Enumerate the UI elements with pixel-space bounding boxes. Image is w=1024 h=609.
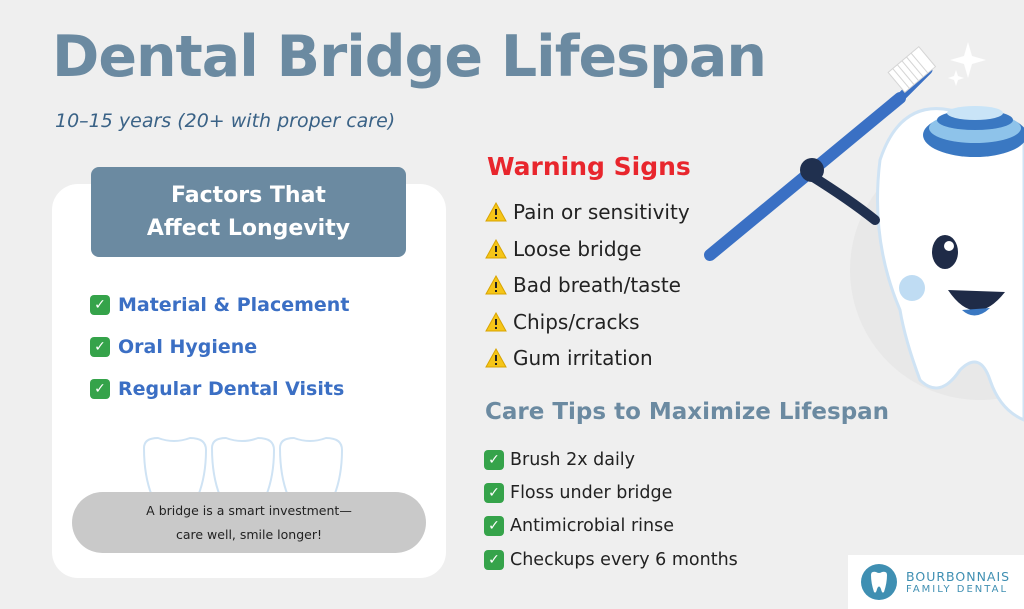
list-item: ✓ Brush 2x daily [484,443,738,476]
care-tip-label: Brush 2x daily [510,449,636,470]
check-icon: ✓ [90,337,110,357]
care-tips-heading: Care Tips to Maximize Lifespan [485,399,890,425]
list-item: ✓ Regular Dental Visits [90,368,349,410]
list-item: Loose bridge [485,231,690,268]
list-item: Pain or sensitivity [485,194,690,231]
warning-label: Chips/cracks [513,309,640,334]
check-icon: ✓ [90,295,110,315]
brand-subtitle: FAMILY DENTAL [906,584,1009,595]
warning-label: Gum irritation [513,346,653,371]
warning-icon [485,311,507,332]
list-item: ✓ Floss under bridge [484,476,738,509]
tagline-line-2: care well, smile longer! [176,526,322,542]
brand-name: BOURBONNAIS [906,569,1011,584]
factors-heading: Factors That Affect Longevity [146,183,351,241]
page-subtitle: 10–15 years (20+ with proper care) [55,110,396,132]
warning-icon [485,275,507,295]
tooth-mascot-illustration [704,42,1024,422]
warning-icon [485,202,507,222]
factors-heading-box: Factors That Affect Longevity [91,167,406,257]
care-tip-label: Antimicrobial rinse [510,516,674,537]
warning-icon [485,348,507,368]
sparkle-icon [948,70,964,86]
tagline-line-1: A bridge is a smart investment— [146,502,352,518]
warning-label: Loose bridge [513,236,642,261]
warning-label: Pain or sensitivity [513,200,690,225]
list-item: ✓ Oral Hygiene [90,326,349,368]
list-item: Gum irritation [485,340,690,377]
page-title: Dental Bridge Lifespan [52,24,767,90]
check-icon: ✓ [484,482,504,503]
tooth-logo-icon [861,564,897,600]
list-item: ✓ Antimicrobial rinse [484,510,738,543]
care-tips-list: ✓ Brush 2x daily ✓ Floss under bridge ✓ … [484,443,738,576]
warning-icon [485,238,507,259]
bridge-teeth-illustration [142,436,344,497]
list-item: Chips/cracks [485,304,690,341]
check-icon: ✓ [90,379,110,399]
check-icon: ✓ [484,449,504,470]
factor-label: Oral Hygiene [118,336,258,358]
warning-heading: Warning Signs [487,152,691,181]
list-item: ✓ Material & Placement [90,284,349,326]
care-tip-label: Checkups every 6 months [510,549,738,570]
list-item: Bad breath/taste [485,267,690,304]
factor-label: Regular Dental Visits [118,378,345,400]
check-icon: ✓ [484,516,504,537]
care-tip-label: Floss under bridge [510,482,673,503]
brand-logo-box: BOURBONNAIS FAMILY DENTAL [848,555,1024,609]
factors-list: ✓ Material & Placement ✓ Oral Hygiene ✓ … [90,284,349,410]
warning-label: Bad breath/taste [513,273,681,298]
tagline-banner: A bridge is a smart investment— care wel… [72,492,426,553]
list-item: ✓ Checkups every 6 months [484,543,738,576]
sparkle-icon [950,42,986,78]
factor-label: Material & Placement [118,294,350,316]
check-icon: ✓ [484,549,504,570]
warning-list: Pain or sensitivity Loose bridge Bad bre… [485,194,690,377]
